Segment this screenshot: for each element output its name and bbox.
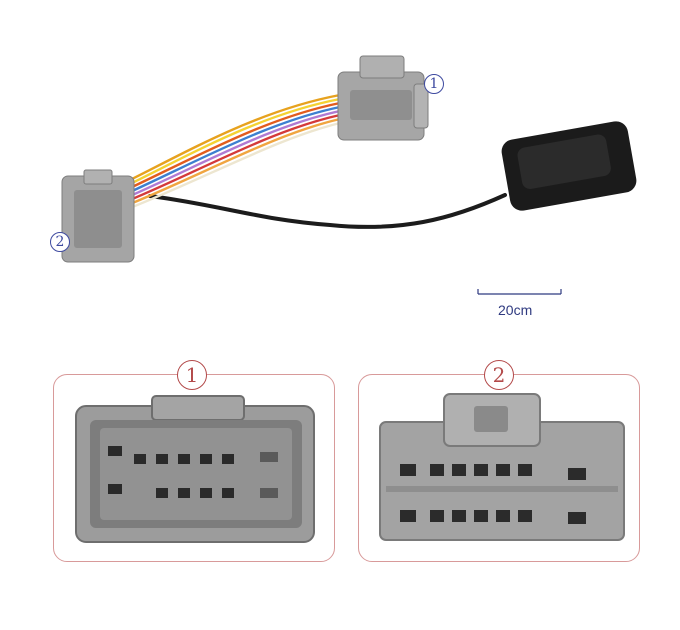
harness-illustration: [61, 55, 637, 295]
closeup-marker-2: 2: [484, 360, 514, 390]
connector-1-pinout: [75, 395, 315, 543]
closeup-marker-1: 1: [177, 360, 207, 390]
connector-2-pinout: [379, 393, 625, 541]
connector-1-body: [337, 55, 429, 141]
scale-bar-line: [477, 289, 562, 295]
closeup-marker-2-label: 2: [492, 363, 506, 387]
marker-connector-2: 2: [50, 232, 70, 252]
marker-connector-1: 1: [424, 74, 444, 94]
marker-connector-1-label: 1: [429, 76, 439, 92]
connector-2-body: [61, 169, 135, 263]
bluetooth-module: [501, 121, 637, 211]
marker-connector-2-label: 2: [55, 234, 65, 250]
closeup-marker-1-label: 1: [185, 363, 199, 387]
wire-bundle: [128, 93, 342, 210]
scale-bar-label: 20cm: [498, 302, 533, 318]
black-cable: [148, 193, 507, 229]
